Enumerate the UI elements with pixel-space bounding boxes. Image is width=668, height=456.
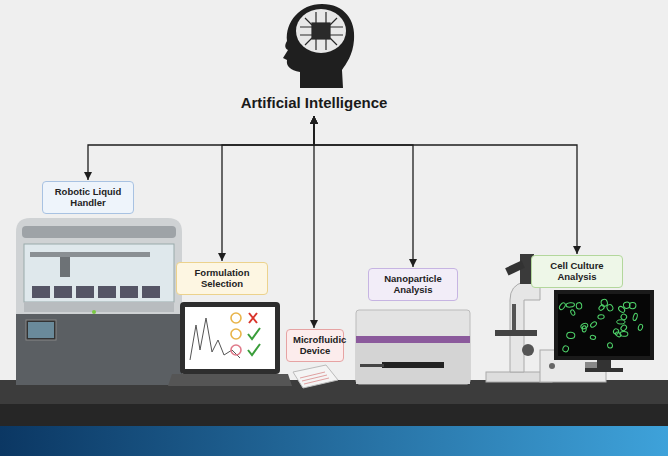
cell-shape [566, 332, 575, 339]
node-label: Artificial Intelligence [241, 94, 388, 111]
station-label-box: Formulation Selection [176, 262, 268, 295]
station-label-box: Robotic Liquid Handler [42, 181, 134, 214]
cell-shape [566, 302, 575, 307]
cell-shape [617, 320, 625, 324]
laptop [168, 302, 292, 386]
cell-shape [600, 299, 608, 307]
cell-shape [632, 313, 638, 321]
connector-arrow [88, 116, 314, 180]
monitor [554, 290, 654, 372]
microfluidic-chip [293, 365, 338, 388]
node-label: Cell Culture Analysis [538, 260, 616, 283]
node-label: Nanoparticle Analysis [375, 273, 451, 296]
cell-shape [598, 315, 605, 320]
station-label-box: Cell Culture Analysis [531, 255, 623, 288]
connector-arrow [314, 116, 413, 267]
cell-shape [620, 324, 628, 332]
cell-shape [613, 328, 620, 335]
node-label: Robotic Liquid Handler [49, 186, 127, 209]
cell-shape [590, 335, 596, 340]
cell-shape [638, 324, 644, 331]
cell-shape [590, 321, 598, 329]
cell-shape [576, 302, 582, 309]
ai-label-node: Artificial Intelligence [238, 93, 391, 112]
nanoparticle-analyzer [356, 310, 470, 384]
node-label: Microfluidic Device [293, 334, 337, 357]
ai-head [283, 4, 354, 88]
cell-shape [617, 305, 625, 313]
cell-shape [582, 326, 586, 332]
cell-shape [570, 309, 576, 316]
liquid-handler [16, 218, 182, 385]
node-label: Formulation Selection [183, 267, 261, 290]
connector-arrow [313, 116, 314, 328]
station-label-box: Microfluidic Device [286, 329, 344, 362]
cell-shape [558, 302, 566, 311]
station-label-box: Nanoparticle Analysis [368, 268, 458, 301]
connector-arrow [222, 116, 314, 261]
cell-shape [562, 345, 569, 353]
connector-arrow [314, 116, 577, 254]
cell-shape [620, 331, 628, 336]
cell-shape [607, 342, 613, 348]
